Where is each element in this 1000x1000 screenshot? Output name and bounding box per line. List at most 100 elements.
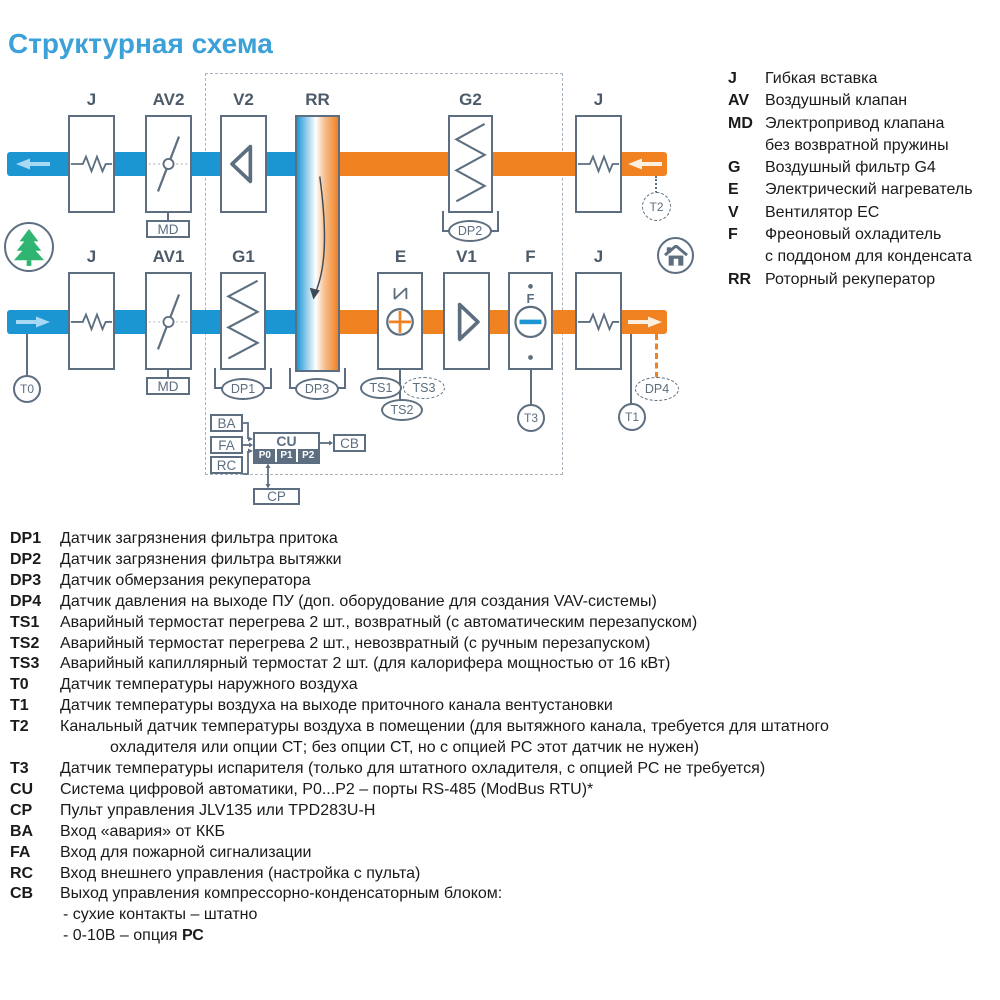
- legend-term: RC: [10, 864, 34, 882]
- legend-desc: Аварийный термостат перегрева 2 шт., нев…: [60, 634, 651, 652]
- av2-md-connector: [167, 213, 169, 221]
- extract-in-arrow-icon: [628, 158, 662, 170]
- cb-sub2-bold: РС: [182, 927, 204, 945]
- cooler-box-f: F: [508, 272, 553, 370]
- label-g1: G1: [232, 247, 255, 266]
- legend-desc: Канальный датчик температуры воздуха в п…: [60, 718, 829, 736]
- t1-connector: [630, 334, 632, 404]
- legend-desc: Вход «авария» от ККБ: [60, 822, 225, 840]
- legend-desc: Датчик температуры наружного воздуха: [60, 676, 358, 694]
- flexible-insert-icon: [70, 311, 113, 332]
- legend-term: FA: [10, 843, 31, 861]
- sensor-dp4: DP4: [635, 377, 679, 401]
- supply-out-arrow-icon: [628, 316, 662, 328]
- input-fa-box: FA: [210, 436, 243, 454]
- f-t3-connector: [530, 370, 532, 405]
- legend-desc: Пульт управления JLV135 или TPD283U-H: [60, 801, 376, 819]
- legend-term: TS3: [10, 655, 40, 673]
- filter-box-g1: [220, 272, 266, 370]
- label-g2: G2: [459, 90, 482, 109]
- flexible-insert-box-bottom-right: [575, 272, 622, 370]
- md-actuator-box-top: MD: [146, 220, 190, 238]
- legend-term: DP4: [10, 592, 42, 610]
- flexible-insert-icon: [70, 154, 113, 174]
- label-e: E: [394, 247, 407, 266]
- label-f: F: [525, 247, 536, 266]
- controller-cu-box: CU P0 P1 P2: [253, 432, 320, 464]
- legend-term: CB: [10, 885, 34, 903]
- legend-term: DP3: [10, 571, 42, 589]
- cb-sub2-text: - 0-10В – опция: [63, 927, 183, 945]
- legend-desc: Гибкая вставка: [765, 70, 878, 87]
- legend-item-f-line2: с поддоном для конденсата: [765, 248, 972, 266]
- air-valve-box-av1: [145, 272, 192, 370]
- legend-desc: Фреоновый охладитель: [765, 226, 942, 244]
- sensor-dp3: DP3: [295, 378, 339, 400]
- exhaust-out-arrow-icon: [16, 158, 50, 170]
- legend-desc: Вход внешнего управления (настройка с пу…: [60, 864, 421, 882]
- heater-box-e: [377, 272, 423, 370]
- port-p2: P2: [298, 449, 319, 462]
- input-rc-box: RC: [210, 456, 243, 474]
- sensor-t1: T1: [618, 403, 646, 431]
- label-av2: AV2: [152, 90, 185, 109]
- legend-term: G: [728, 159, 741, 177]
- sensor-ts3: TS3: [403, 377, 445, 399]
- flexible-insert-icon: [577, 154, 620, 174]
- control-panel-cp-box: CP: [253, 488, 300, 505]
- legend-item-cb-sub1: - сухие контакты – штатно: [63, 906, 258, 924]
- output-cb-box: CB: [333, 434, 366, 452]
- legend-item-cp: CP Пульт управления JLV135 или TPD283U-H: [10, 801, 996, 822]
- sensor-ts2: TS2: [381, 399, 423, 421]
- t2-connector: [655, 176, 657, 193]
- legend-item-cb-sub2: - 0-10В – опция РС: [10, 926, 996, 947]
- legend-desc: Датчик давления на выходе ПУ (доп. обору…: [60, 592, 657, 610]
- fan-box-v2: [220, 115, 267, 213]
- legend-desc: Датчик температуры воздуха на выходе при…: [60, 697, 613, 715]
- sensor-t2: T2: [642, 192, 671, 221]
- filter-icon: [226, 279, 260, 360]
- legend-item-dp4: DP4 Датчик давления на выходе ПУ (доп. об…: [10, 592, 996, 613]
- intake-arrow-icon: [16, 316, 50, 328]
- legend-term: RR: [728, 270, 752, 288]
- input-ba-box: BA: [210, 414, 243, 432]
- legend-term: TS1: [10, 613, 40, 631]
- label-av1: AV1: [152, 247, 185, 266]
- flexible-insert-box-bottom-left: [68, 272, 115, 370]
- fan-box-v1: [443, 272, 490, 370]
- filter-icon: [454, 122, 487, 203]
- cu-label: CU: [276, 433, 297, 449]
- sensor-dp1: DP1: [221, 378, 265, 400]
- unit-enclosure-border: [205, 73, 563, 475]
- label-v1: V1: [456, 247, 477, 266]
- legend-term: CP: [10, 801, 33, 819]
- legend-desc: Воздушный клапан: [765, 92, 908, 110]
- legend-term: E: [728, 181, 739, 199]
- page-title: Структурная схема: [8, 28, 273, 59]
- t0-connector: [26, 334, 28, 376]
- legend-desc: Датчик загрязнения фильтра притока: [60, 530, 338, 547]
- sensor-t3: T3: [517, 404, 545, 432]
- label-j1: J: [86, 90, 97, 109]
- legend-term: BA: [10, 822, 34, 840]
- fan-right-icon: [457, 302, 480, 342]
- legend-desc: Датчик загрязнения фильтра вытяжки: [60, 550, 342, 568]
- heater-icon: [386, 287, 414, 336]
- legend-desc: Аварийный капиллярный термостат 2 шт. (д…: [60, 655, 671, 673]
- legend-term: T3: [10, 759, 29, 777]
- av1-md-connector: [167, 370, 169, 378]
